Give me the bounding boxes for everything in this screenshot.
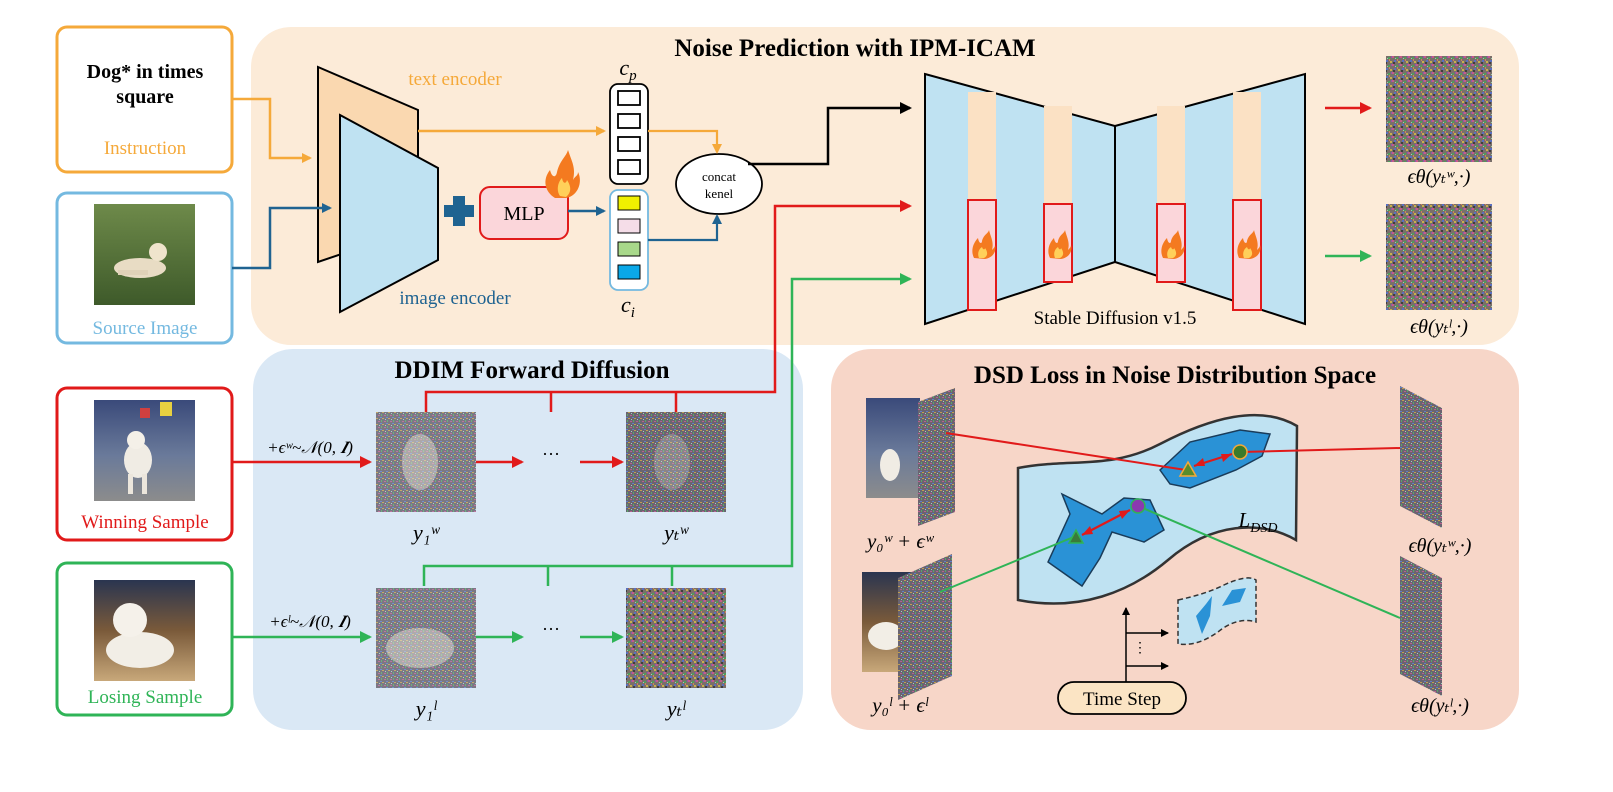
title-noise-prediction: Noise Prediction with IPM-ICAM [674, 35, 1035, 62]
arrow-cp-to-concat [648, 129, 722, 154]
ytw-label: yₜʷ [662, 520, 689, 545]
ytl-noisy-image [626, 588, 726, 688]
y1w-label: y₁ʷ [411, 520, 440, 545]
mini-cluster-2 [1222, 588, 1246, 606]
ci-token-stack [609, 189, 649, 291]
noise-output-winning [1386, 56, 1492, 162]
dsd-output-losing-label: ϵθ(yₜˡ,·) [1411, 695, 1469, 717]
mlp-label: MLP [503, 203, 544, 225]
title-dsd: DSD Loss in Noise Distribution Space [974, 362, 1376, 389]
source-image-label: Source Image [93, 318, 198, 339]
marker-losing-circle [1130, 498, 1146, 514]
loss-dsd-label: LDSD [1238, 508, 1278, 536]
instruction-box: Dog* in times square Instruction [55, 25, 234, 174]
y1l-dog-ghost [386, 628, 454, 668]
text-encoder-label: text encoder [408, 69, 502, 90]
line-losing-output-to-cluster [1137, 505, 1401, 619]
y1l-noisy-image [376, 588, 476, 688]
losing-sample-box: Losing Sample [55, 561, 234, 717]
line-winning-input-to-cluster [945, 432, 1187, 471]
dsd-y0w-label: y₀ʷ + ϵʷ [865, 529, 935, 553]
marker-losing-triangle [1067, 528, 1085, 544]
dsd-noise-losing [1400, 556, 1442, 696]
arrow-source-to-encoder [232, 203, 332, 270]
ytw-noisy-image [626, 412, 726, 512]
dsd-losing-stack [862, 554, 952, 700]
ytw-dog-ghost [654, 434, 690, 490]
marker-winning-circle [1232, 444, 1248, 460]
fire-icon [1048, 230, 1072, 259]
winning-dog-image [94, 400, 195, 501]
unet-label: Stable Diffusion v1.5 [1034, 308, 1197, 329]
y1w-dog-ghost [402, 434, 438, 490]
instruction-label: Instruction [104, 138, 187, 159]
mlp-box [479, 186, 569, 240]
image-encoder-trapezoid [339, 113, 439, 314]
title-ddim: DDIM Forward Diffusion [395, 357, 670, 384]
line-losing-input-to-cluster [939, 535, 1077, 593]
plus-icon [444, 196, 474, 226]
image-encoder-label: image encoder [399, 288, 511, 309]
fire-icon [545, 150, 580, 198]
line-winning-output-to-cluster [1239, 447, 1401, 453]
loss-dsd-subscript: DSD [1249, 521, 1277, 536]
winning-sample-box: Winning Sample [55, 386, 234, 542]
arrow-ci-to-concat [648, 214, 722, 242]
source-dog-image [94, 204, 195, 305]
output-losing-label: ϵθ(yₜˡ,·) [1410, 316, 1468, 338]
distance-arrow-losing-head-b [1119, 510, 1130, 519]
distance-arrow-winning-head-a [1194, 458, 1205, 466]
dsd-noise-winning [1400, 386, 1442, 528]
mini-cluster-1 [1196, 596, 1212, 634]
ci-subscript: i [631, 305, 635, 321]
fire-icon [972, 230, 996, 259]
arrow-concat-to-unet [748, 102, 912, 166]
ellipsis-winning: ··· [542, 444, 560, 464]
output-winning-label: ϵθ(yₜʷ,·) [1408, 166, 1471, 188]
marker-winning-triangle [1178, 460, 1198, 477]
instruction-text-line2: square [116, 86, 174, 108]
losing-sample-label: Losing Sample [88, 687, 203, 708]
fire-icon [1161, 230, 1185, 259]
distance-arrow-losing-head-a [1082, 526, 1093, 535]
noise-output-losing [1386, 204, 1492, 310]
red-connector-to-unet [424, 206, 910, 412]
time-step-box [1057, 681, 1187, 715]
y1l-label: y₁ˡ [414, 696, 437, 721]
fire-icon [1237, 230, 1261, 259]
ytl-label: yₜˡ [665, 696, 686, 721]
cp-label: cp [619, 55, 637, 84]
noise-add-losing: +ϵˡ~𝒩(0, 𝑰) [269, 612, 351, 631]
green-connector-to-unet [422, 279, 910, 586]
arrow-instruction-to-encoder [232, 97, 312, 163]
dsd-output-winning-label: ϵθ(yₜʷ,·) [1409, 535, 1472, 557]
cp-subscript: p [628, 68, 637, 84]
ci-label: ci [621, 292, 635, 321]
time-step-label: Time Step [1083, 689, 1161, 710]
unet-stable-diffusion [924, 72, 1306, 326]
distance-arrow-winning-head-b [1221, 454, 1232, 462]
concat-label-line1: concat [702, 169, 736, 184]
losing-dog-image [94, 580, 195, 681]
noise-add-winning: +ϵʷ~𝒩(0, 𝑰) [267, 438, 353, 457]
time-axis-vdots: ⋮ [1133, 641, 1147, 656]
dsd-winning-stack [866, 388, 955, 526]
winning-sample-label: Winning Sample [81, 512, 208, 533]
y1w-noisy-image [376, 412, 476, 512]
concat-label-line2: kenel [705, 186, 734, 201]
ellipsis-losing: ··· [542, 619, 560, 639]
cp-token-stack [609, 83, 649, 185]
dsd-y0l-label: y₀ˡ + ϵˡ [870, 693, 929, 717]
instruction-text-line1: Dog* in times [87, 61, 204, 83]
source-image-box: Source Image [55, 191, 234, 345]
